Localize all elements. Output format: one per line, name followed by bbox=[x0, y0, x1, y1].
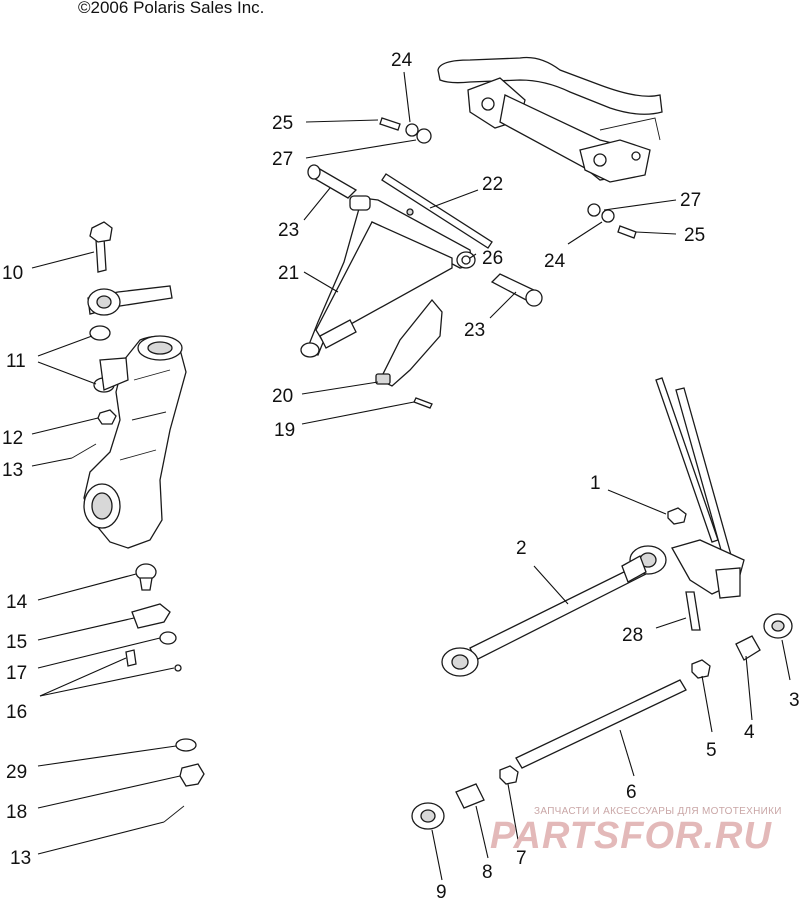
upper-a-arm bbox=[300, 195, 476, 358]
bolt-25-upper bbox=[379, 117, 401, 131]
callout-10: 10 bbox=[2, 263, 23, 284]
nut-5 bbox=[691, 659, 711, 679]
callout-4: 4 bbox=[744, 722, 755, 743]
callout-14: 14 bbox=[6, 592, 28, 613]
callout-3: 3 bbox=[789, 690, 800, 711]
callout-25-upper: 25 bbox=[272, 113, 293, 134]
callout-18: 18 bbox=[6, 802, 27, 823]
pivot-shaft bbox=[381, 173, 493, 249]
callout-12: 12 bbox=[2, 428, 23, 449]
callout-20: 20 bbox=[272, 386, 293, 407]
callout-24-right: 24 bbox=[544, 251, 566, 272]
callout-11: 11 bbox=[6, 351, 26, 372]
callout-28: 28 bbox=[622, 625, 643, 646]
tie-rod-end-4 bbox=[735, 635, 761, 661]
watermark-tagline: ЗАПЧАСТИ И АКСЕССУАРЫ ДЛЯ МОТОТЕХНИКИ bbox=[534, 806, 782, 817]
callout-26: 26 bbox=[482, 248, 503, 269]
washer-27-right bbox=[587, 203, 601, 217]
bolt-16a bbox=[125, 649, 137, 667]
callout-22: 22 bbox=[482, 174, 503, 195]
callout-5: 5 bbox=[706, 740, 717, 761]
callout-24-upper: 24 bbox=[391, 50, 413, 71]
cotter-pin bbox=[163, 805, 185, 823]
tie-rod-end-8 bbox=[455, 783, 485, 809]
callout-29: 29 bbox=[6, 762, 27, 783]
castle-nut bbox=[179, 763, 205, 787]
bushing-lower bbox=[490, 273, 543, 307]
frame-section bbox=[437, 56, 663, 183]
callout-13-upper: 13 bbox=[2, 460, 23, 481]
washer-27-upper bbox=[416, 128, 432, 144]
callout-27-upper: 27 bbox=[272, 149, 293, 170]
retainer-plate bbox=[131, 603, 171, 629]
callout-16: 16 bbox=[6, 702, 27, 723]
bolt-28 bbox=[685, 591, 701, 631]
guard-plate bbox=[379, 298, 443, 387]
callout-15: 15 bbox=[6, 632, 27, 653]
washer-24-upper bbox=[405, 123, 419, 137]
callout-2: 2 bbox=[516, 538, 527, 559]
snap-ring bbox=[159, 631, 177, 645]
tie-rod-inner bbox=[441, 545, 667, 677]
callout-27-right: 27 bbox=[680, 190, 701, 211]
leader-lines bbox=[31, 71, 791, 881]
nut-7 bbox=[499, 765, 519, 785]
callout-19: 19 bbox=[274, 420, 295, 441]
steering-post bbox=[655, 377, 745, 599]
callout-9: 9 bbox=[436, 882, 447, 901]
callout-6: 6 bbox=[626, 782, 637, 803]
tie-rod-outer bbox=[515, 679, 687, 769]
callout-13-lower: 13 bbox=[10, 848, 31, 869]
bolt-25-right bbox=[617, 225, 637, 239]
ball-joint-clip bbox=[375, 373, 391, 385]
watermark-brand: PARTSFOR.RU bbox=[490, 815, 772, 857]
callout-labels: 24 25 27 22 27 23 25 24 26 21 23 20 19 1… bbox=[2, 50, 800, 901]
washer-24-right bbox=[601, 209, 615, 223]
ball-joint bbox=[135, 563, 157, 591]
callout-21: 21 bbox=[278, 263, 299, 284]
steering-knuckle bbox=[71, 221, 187, 549]
bolt-19 bbox=[413, 397, 433, 409]
callout-1: 1 bbox=[590, 473, 601, 494]
rod-end-3 bbox=[763, 613, 793, 639]
callout-17: 17 bbox=[6, 663, 27, 684]
rod-end-9 bbox=[411, 802, 445, 830]
bolt-16b bbox=[174, 664, 182, 672]
callout-23-upper: 23 bbox=[278, 220, 299, 241]
washer-29 bbox=[175, 738, 197, 752]
callout-25-right: 25 bbox=[684, 225, 705, 246]
callout-23-lower: 23 bbox=[464, 320, 485, 341]
nut-1 bbox=[667, 507, 687, 525]
bushing-upper bbox=[307, 164, 358, 199]
copyright-notice: ©2006 Polaris Sales Inc. bbox=[78, 0, 265, 17]
nut-26 bbox=[461, 255, 471, 265]
callout-7: 7 bbox=[516, 848, 527, 869]
callout-8: 8 bbox=[482, 862, 493, 883]
